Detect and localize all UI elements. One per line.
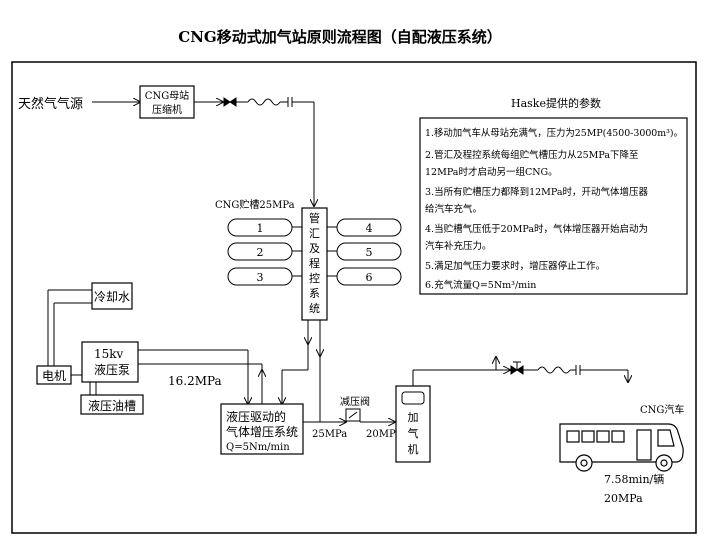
param-line-1: 1.移动加气车从母站充满气，压力为25MP(4500-3000m³)。 bbox=[425, 127, 683, 139]
vehicle-flow-label: 7.58min/辆 bbox=[604, 472, 664, 486]
dispenser-char-2: 气 bbox=[408, 426, 419, 440]
pressure-16-label: 16.2MPa bbox=[168, 374, 222, 388]
manifold-system-box bbox=[301, 207, 328, 321]
hydraulic-lines bbox=[138, 349, 262, 404]
cylinder-5-label: 5 bbox=[366, 246, 373, 259]
pressure-25-label: 25MPa bbox=[312, 429, 347, 440]
param-line-5: 给汽车充气。 bbox=[425, 203, 482, 215]
manifold-char-4: 程 bbox=[309, 257, 320, 270]
cylinder-3-label: 3 bbox=[257, 271, 264, 284]
param-line-6: 4.当贮槽气压低于20MPa时，气体增压器开始启动为 bbox=[425, 223, 648, 235]
dispenser-outlet-line bbox=[412, 357, 628, 386]
manifold-label: 管 汇 及 程 控 系 统 bbox=[309, 211, 320, 315]
compressor-label-line2: 压缩机 bbox=[152, 103, 182, 116]
param-line-7: 汽车补充压力。 bbox=[425, 240, 492, 252]
manifold-char-3: 及 bbox=[309, 242, 320, 255]
cylinder-6-label: 6 bbox=[366, 271, 373, 284]
natural-gas-source-label: 天然气气源 bbox=[18, 96, 83, 112]
hydraulic-oil-tank-label: 液压油槽 bbox=[88, 398, 136, 413]
diagram-title: CNG移动式加气站原则流程图（自配液压系统） bbox=[178, 28, 501, 46]
params-box bbox=[419, 117, 688, 295]
booster-label-line1: 液压驱动的 bbox=[226, 409, 286, 424]
compressor-label-line1: CNG母站 bbox=[145, 89, 189, 102]
pressure-20-label: 20MPa bbox=[366, 429, 401, 440]
dispenser-display bbox=[401, 391, 425, 405]
cylinder-2-label: 2 bbox=[257, 246, 264, 259]
manifold-char-1: 管 bbox=[309, 211, 320, 225]
pressure-reducing-valve-label: 减压阀 bbox=[340, 395, 370, 408]
param-line-2: 2.管汇及程控系统每组贮气槽压力从25MPa下降至 bbox=[425, 149, 639, 161]
param-line-9: 6.充气流量Q=5Nm³/min bbox=[425, 279, 536, 291]
cng-vehicle-label: CNG汽车 bbox=[640, 403, 684, 416]
cooling-water-lines bbox=[47, 289, 92, 366]
manifold-char-7: 统 bbox=[309, 302, 320, 315]
manifold-char-5: 控 bbox=[309, 271, 320, 285]
manifold-char-2: 汇 bbox=[309, 227, 320, 240]
params-text: 1.移动加气车从母站充满气，压力为25MP(4500-3000m³)。 2.管汇… bbox=[425, 127, 683, 291]
hydraulic-pump-box bbox=[81, 341, 139, 383]
manifold-outlet-lines bbox=[282, 320, 320, 422]
booster-system-box bbox=[220, 403, 304, 455]
cylinder-4-label: 4 bbox=[366, 222, 373, 235]
hydraulic-pump-label-line1: 15kv bbox=[94, 347, 124, 361]
hydraulic-pump-label-line2: 液压泵 bbox=[94, 362, 130, 377]
compressor-outlet-line bbox=[194, 97, 314, 206]
param-line-8: 5.满足加气压力要求时，增压器停止工作。 bbox=[425, 260, 605, 272]
booster-label-line2: 气体增压系统 bbox=[226, 424, 298, 439]
hydraulic-oil-tank-box bbox=[80, 394, 144, 415]
cng-storage-label: CNG贮槽25MPa bbox=[215, 198, 295, 211]
oil-tank-lines bbox=[89, 382, 97, 395]
dispenser-char-3: 机 bbox=[408, 442, 419, 456]
cng-vehicle bbox=[559, 423, 684, 472]
vehicle-pressure-label: 20MPa bbox=[604, 492, 643, 505]
cooling-water-label: 冷却水 bbox=[94, 290, 130, 304]
param-line-3: 12MPa时才启动另一组CNG。 bbox=[425, 166, 558, 178]
mother-station-compressor-box bbox=[139, 85, 195, 119]
cooling-water-box bbox=[91, 282, 133, 310]
motor-label: 电机 bbox=[42, 369, 66, 383]
param-line-4: 3.当所有贮槽压力都降到12MPa时，开动气体增压器 bbox=[425, 186, 649, 198]
booster-label-line3: Q=5Nm/min bbox=[226, 442, 290, 453]
manifold-char-6: 系 bbox=[309, 287, 320, 300]
params-header: Haske提供的参数 bbox=[511, 96, 601, 110]
cylinder-1-label: 1 bbox=[257, 222, 264, 235]
pressure-reducing-valve-mark bbox=[348, 411, 358, 419]
outer-frame bbox=[11, 61, 697, 534]
dispenser-char-1: 加 bbox=[408, 411, 419, 424]
